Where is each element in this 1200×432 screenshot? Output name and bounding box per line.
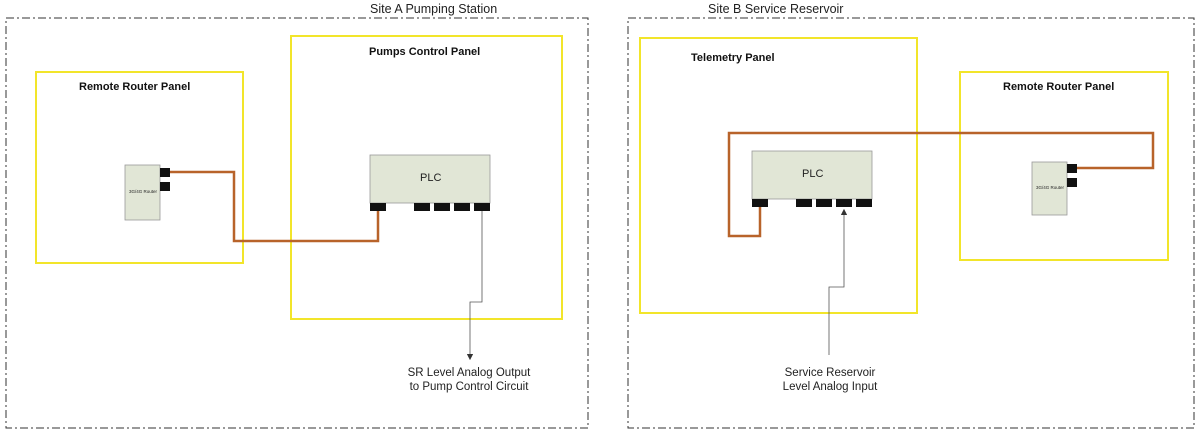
site-b-title: Site B Service Reservoir [708,2,844,16]
site-b-plc-device [751,150,873,200]
site-a-router-label: 3G/4G Router [129,189,158,194]
site-b-plc-port [752,199,768,207]
site-b-note-line-1: Service Reservoir [784,367,876,379]
site-b-router-port [1067,178,1077,187]
site-a-plc-port [474,203,490,211]
site-b-router-device [1031,161,1068,216]
site-b-telemetry-panel [639,37,918,314]
site-a-router-port [160,182,170,191]
site-b-telemetry-panel-title: Telemetry Panel [691,52,775,64]
site-b-network-cable [727,131,1155,238]
site-b-plc-port [856,199,872,207]
site-b-plc-port [816,199,832,207]
site-b-plc-port [836,199,852,207]
site-a-plc-port [414,203,430,211]
site-b-analog-input-line [828,208,848,355]
site-b-note-line-2: Level Analog Input [782,381,878,393]
site-a-plc-port [454,203,470,211]
site-a-plc-port [370,203,386,211]
site-b-analog-input-note: Service Reservoir Level Analog Input [760,366,900,394]
site-a-plc-port [434,203,450,211]
site-a-plc-device [369,154,491,204]
site-a-router-port [160,168,170,177]
site-a-boundary [5,17,589,429]
site-a-plc-label: PLC [420,172,442,184]
site-b-plc-port [796,199,812,207]
site-b-router-label: 3G/4G Router [1036,185,1065,190]
site-b-router-port [1067,164,1077,173]
site-b-boundary [627,17,1195,429]
site-a-pumps-panel [290,35,563,320]
site-a-network-cable [170,170,380,243]
site-a-title: Site A Pumping Station [370,2,498,16]
site-a-router-panel [35,71,244,264]
site-a-analog-output-note: SR Level Analog Output to Pump Control C… [388,366,550,394]
site-b-plc-label: PLC [802,168,824,180]
site-a-pumps-panel-title: Pumps Control Panel [369,46,481,58]
site-a-analog-output-line [466,211,483,361]
site-a-note-line-1: SR Level Analog Output [407,367,531,379]
site-a-router-device [124,164,161,221]
site-b-router-panel-title: Remote Router Panel [1003,81,1115,93]
site-b-router-panel [959,71,1169,261]
site-a-router-panel-title: Remote Router Panel [79,81,191,93]
site-a-note-line-2: to Pump Control Circuit [409,381,529,393]
